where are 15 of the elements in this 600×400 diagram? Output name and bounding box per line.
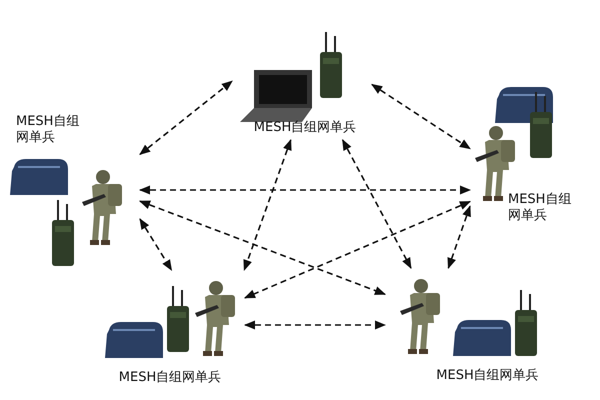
node-label: MESH自组网单兵 xyxy=(435,368,540,384)
node-label: MESH自组网单兵 xyxy=(118,370,222,386)
dashed-arrow xyxy=(342,139,412,269)
dashed-arrow xyxy=(243,138,292,272)
dashed-arrow xyxy=(139,80,233,156)
node-label: MESH自组网单兵 xyxy=(252,120,358,136)
dashed-arrow xyxy=(244,320,386,330)
dashed-arrow xyxy=(138,186,472,194)
dashed-arrow xyxy=(371,84,471,150)
node-label: MESH自组网单兵 xyxy=(16,114,80,146)
dashed-arrow xyxy=(138,200,386,296)
dashed-arrow xyxy=(139,218,172,271)
node-label: MESH自组网单兵 xyxy=(508,192,572,224)
dashed-arrow xyxy=(448,205,471,270)
dashed-arrow xyxy=(244,200,472,299)
